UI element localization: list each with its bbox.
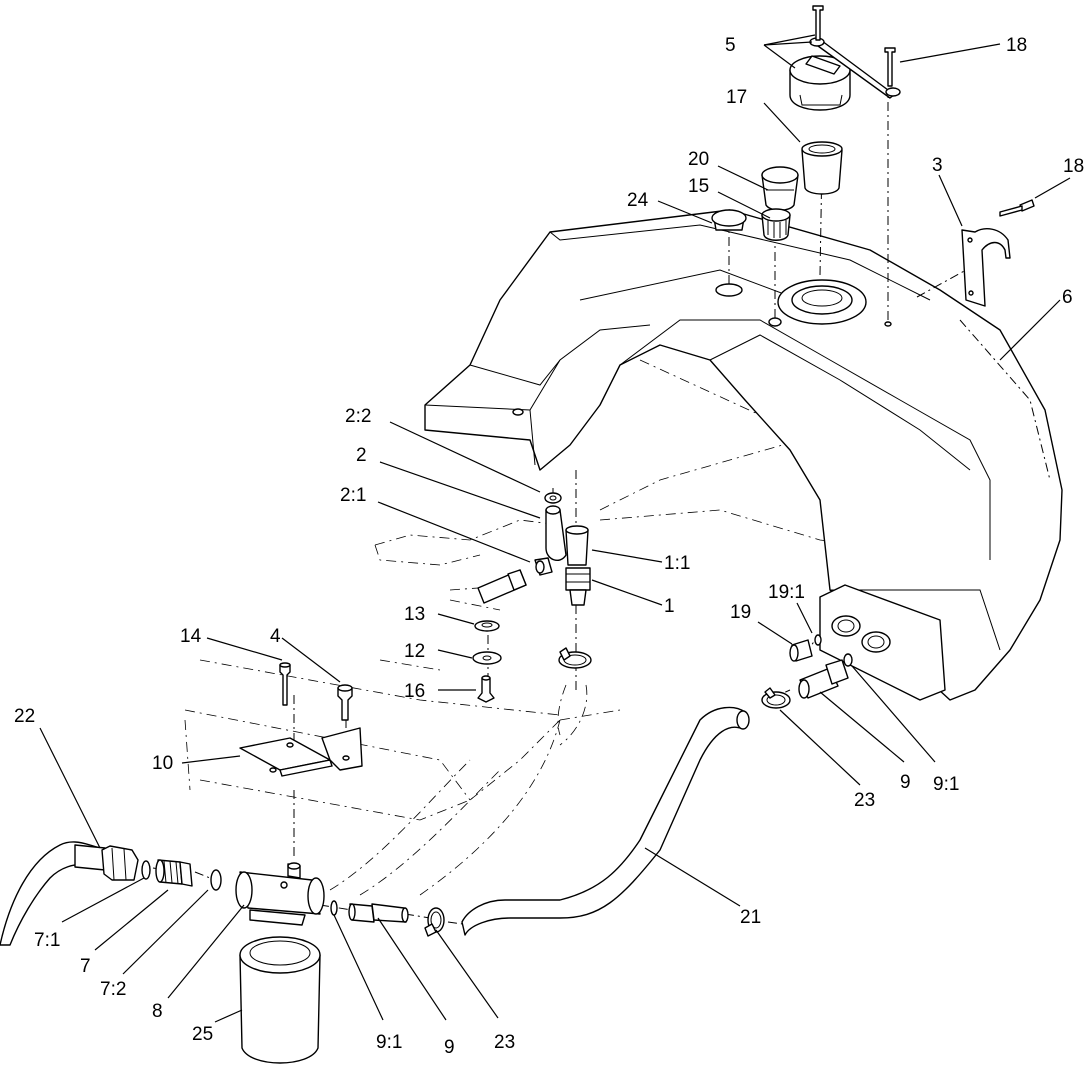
callout-9-bottom: 9 <box>444 1037 455 1058</box>
callout-22: 22 <box>14 706 35 727</box>
callout-19-1: 19:1 <box>768 582 805 603</box>
callout-23-bottom: 23 <box>494 1032 515 1053</box>
hose-clamp-right <box>761 687 791 709</box>
o-ring-7-1 <box>141 860 151 880</box>
filter-bracket <box>239 727 363 777</box>
callout-4: 4 <box>270 626 281 647</box>
fuel-filter <box>239 936 321 1064</box>
washer-12 <box>472 651 502 665</box>
callout-12: 12 <box>404 641 425 662</box>
callout-17: 17 <box>726 87 747 108</box>
callout-21: 21 <box>740 907 761 928</box>
callout-25: 25 <box>192 1024 213 1045</box>
callout-2-1: 2:1 <box>340 485 366 506</box>
shutoff-valve <box>565 525 591 606</box>
callout-5: 5 <box>725 35 736 56</box>
vent-cap <box>761 166 799 211</box>
callout-9-right: 9 <box>900 772 911 793</box>
fuel-cap <box>789 5 901 111</box>
hose-fitting-22 <box>74 844 139 881</box>
hose-barb-right <box>798 653 853 699</box>
filter-head <box>235 862 325 926</box>
callout-6: 6 <box>1062 287 1073 308</box>
fuel-line-upper <box>557 684 588 746</box>
callout-7: 7 <box>80 956 91 977</box>
leader-lines <box>39 34 1071 1023</box>
callout-20: 20 <box>688 149 709 170</box>
callout-2-2: 2:2 <box>345 406 371 427</box>
callout-16: 16 <box>404 681 425 702</box>
callout-18-top: 18 <box>1006 35 1027 56</box>
callout-labels: 5 18 17 20 15 24 3 18 6 2:2 2 2:1 1:1 1 … <box>14 35 1084 1058</box>
callout-1-1: 1:1 <box>664 553 690 574</box>
callout-9-1-right: 9:1 <box>933 774 959 795</box>
hose-clamp-bottom <box>424 907 445 937</box>
washer-13 <box>474 620 500 632</box>
filler-neck <box>715 279 892 653</box>
bolt-14 <box>279 662 291 706</box>
o-ring-7-2 <box>210 869 222 891</box>
callout-24: 24 <box>627 190 649 211</box>
o-ring-9-1 <box>330 900 338 916</box>
bolt-16 <box>477 675 495 703</box>
callout-23-right: 23 <box>854 790 875 811</box>
callout-9-1-bottom: 9:1 <box>376 1032 402 1053</box>
callout-10: 10 <box>152 753 173 774</box>
callout-13: 13 <box>404 604 425 625</box>
fuel-strainer <box>801 141 843 195</box>
bracket <box>961 199 1035 307</box>
screw-4 <box>337 684 353 721</box>
callout-7-2: 7:2 <box>100 979 126 1000</box>
hose-barb-bottom <box>348 903 409 923</box>
grommet <box>761 208 791 241</box>
callout-3: 3 <box>932 155 943 176</box>
callout-15: 15 <box>688 176 709 197</box>
callout-19: 19 <box>730 602 751 623</box>
tank-plug <box>711 209 747 231</box>
adapter-7 <box>155 859 193 887</box>
hose-clamp-top <box>558 647 592 669</box>
plug-19 <box>789 634 822 662</box>
fuel-hose <box>461 706 750 936</box>
callout-1: 1 <box>664 596 675 617</box>
elbow-fitting <box>477 492 567 604</box>
callout-2: 2 <box>356 445 367 466</box>
callout-14: 14 <box>180 626 202 647</box>
callout-18-right: 18 <box>1063 156 1084 177</box>
callout-8: 8 <box>152 1001 163 1022</box>
callout-7-1: 7:1 <box>34 930 60 951</box>
